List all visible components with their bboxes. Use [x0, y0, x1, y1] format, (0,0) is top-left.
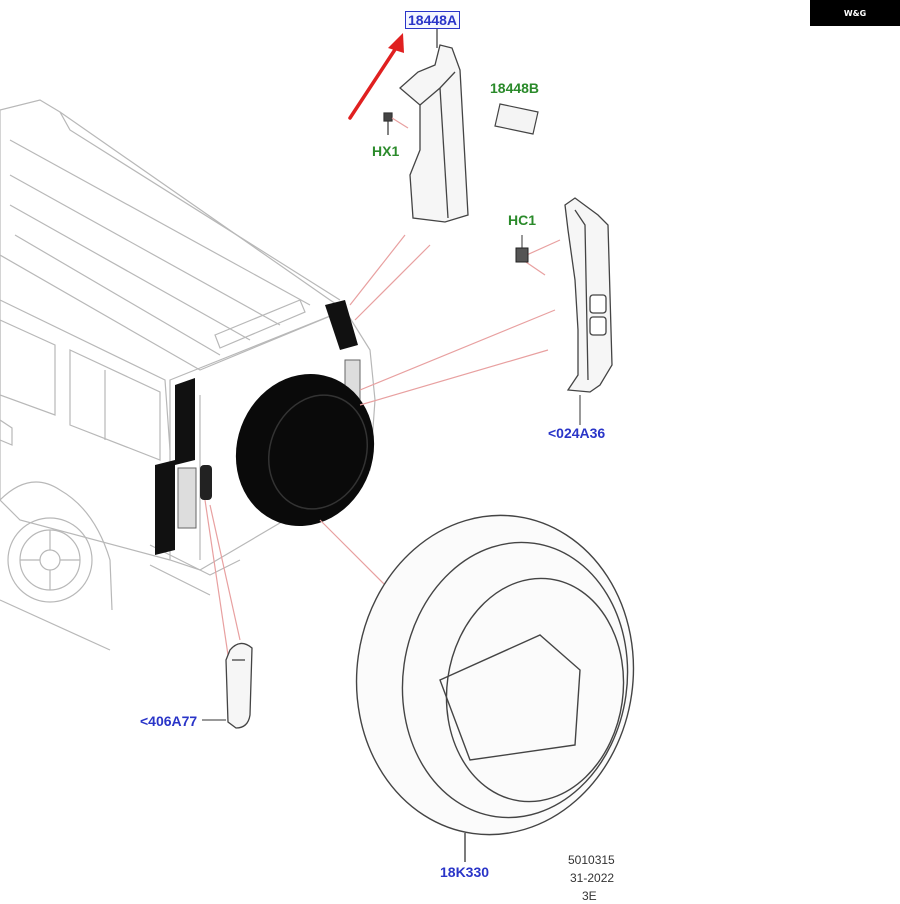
label-18k330: 18K330	[440, 864, 490, 880]
footer-date: 31-2022	[570, 871, 615, 885]
watermark-logo: W&G	[810, 0, 900, 26]
handle-406a77	[225, 642, 253, 729]
watermark-text: W&G	[843, 8, 867, 18]
label-024a36: <024A36	[548, 425, 606, 441]
label-hc1: HC1	[508, 212, 537, 228]
label-18448a: 18448A	[405, 11, 461, 29]
clip-hc1	[515, 235, 529, 263]
footer-code: 5010315	[568, 853, 615, 867]
label-connectors	[202, 395, 581, 721]
label-18448b: 18448B	[490, 80, 540, 96]
emblem-18448b	[494, 103, 539, 135]
pillar-trim-024a36	[564, 197, 613, 393]
spare-wheel-on-vehicle	[235, 373, 375, 527]
pillar-cover-18448a	[399, 28, 469, 223]
footer-revision: 3E	[582, 889, 597, 903]
vehicle-outline	[0, 99, 376, 651]
vehicle-rear-details	[155, 300, 361, 555]
pointer-arrow	[348, 33, 404, 120]
clip-hx1	[383, 112, 409, 135]
wheel-cover-18k330	[355, 514, 635, 862]
leader-lines	[204, 234, 561, 656]
label-hx1: HX1	[372, 143, 400, 159]
label-406a77: <406A77	[140, 713, 198, 729]
